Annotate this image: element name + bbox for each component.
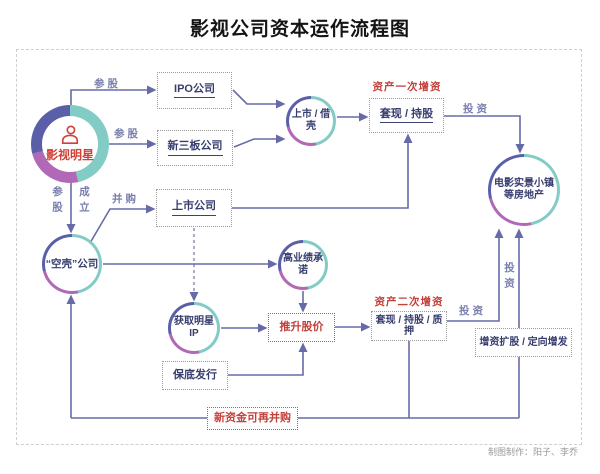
person-icon	[61, 125, 79, 144]
node-movie-town-line1: 电影实景小镇	[494, 178, 554, 189]
edge-label-chengli: 成立	[78, 186, 90, 217]
credit-text: 制图制作：阳子、李乔	[487, 447, 578, 457]
node-acquire-star-ip: 获取明星IP	[168, 302, 220, 354]
page-title: 影视公司资本运作流程图	[189, 19, 410, 40]
node-neeq-company-label: 新三板公司	[167, 140, 223, 156]
edge-label-cangu-left: 参股	[51, 186, 63, 217]
node-capital-increase-label: 增资扩股 / 定向增发	[479, 337, 568, 348]
edge-label-touzi-vertical: 投资	[503, 262, 515, 293]
node-push-stock-price: 推升股价	[268, 313, 335, 342]
node-list-or-shell: 上市 / 借壳	[286, 96, 336, 146]
node-movie-star-label: 影视明星	[45, 148, 94, 162]
node-capital-increase: 增资扩股 / 定向增发	[475, 328, 572, 357]
edge-label-cangu-mid: 参股	[114, 128, 141, 140]
node-cash-out-hold-1: 套现 / 持股	[369, 98, 444, 133]
node-listed-company-label: 上市公司	[172, 200, 216, 216]
node-neeq-company: 新三板公司	[157, 130, 233, 166]
node-cash-hold-pledge: 套现 / 持股 / 质押	[371, 311, 447, 341]
node-cash-out-hold-1-label: 套现 / 持股	[379, 108, 434, 124]
node-movie-town-line2: 等房地产	[504, 190, 544, 201]
node-cash-hold-pledge-label: 套现 / 持股 / 质押	[375, 315, 443, 337]
node-high-performance-promise-label: 高业绩承诺	[281, 243, 325, 287]
node-guaranteed-release: 保底发行	[162, 361, 228, 390]
edge-label-binggou: 并购	[112, 193, 139, 205]
node-shell-company-label: “空壳”公司	[45, 237, 99, 291]
node-listed-company: 上市公司	[156, 189, 232, 227]
annotation-second-asset-increase: 资产二次增资	[374, 296, 444, 308]
node-new-fund-reacquire: 新资金可再并购	[207, 407, 298, 430]
node-push-stock-price-label: 推升股价	[279, 321, 324, 334]
node-ipo-company-label: IPO公司	[174, 83, 215, 99]
annotation-first-asset-increase: 资产一次增资	[372, 81, 442, 93]
node-list-or-shell-label: 上市 / 借壳	[289, 99, 333, 143]
node-movie-town-real-estate: 电影实景小镇 等房地产	[488, 154, 560, 226]
edge-label-touzi-mid: 投资	[459, 305, 486, 317]
diagram-border	[16, 49, 582, 445]
node-new-fund-reacquire-label: 新资金可再并购	[214, 412, 291, 425]
node-shell-company: “空壳”公司	[42, 234, 102, 294]
node-guaranteed-release-label: 保底发行	[173, 369, 217, 382]
node-movie-star: 影视明星	[31, 105, 109, 183]
node-high-performance-promise: 高业绩承诺	[278, 240, 328, 290]
edge-label-touzi-top: 投资	[463, 103, 490, 115]
node-ipo-company: IPO公司	[157, 72, 232, 109]
edge-label-cangu-top: 参股	[94, 78, 121, 90]
node-acquire-star-ip-label: 获取明星IP	[171, 305, 217, 351]
